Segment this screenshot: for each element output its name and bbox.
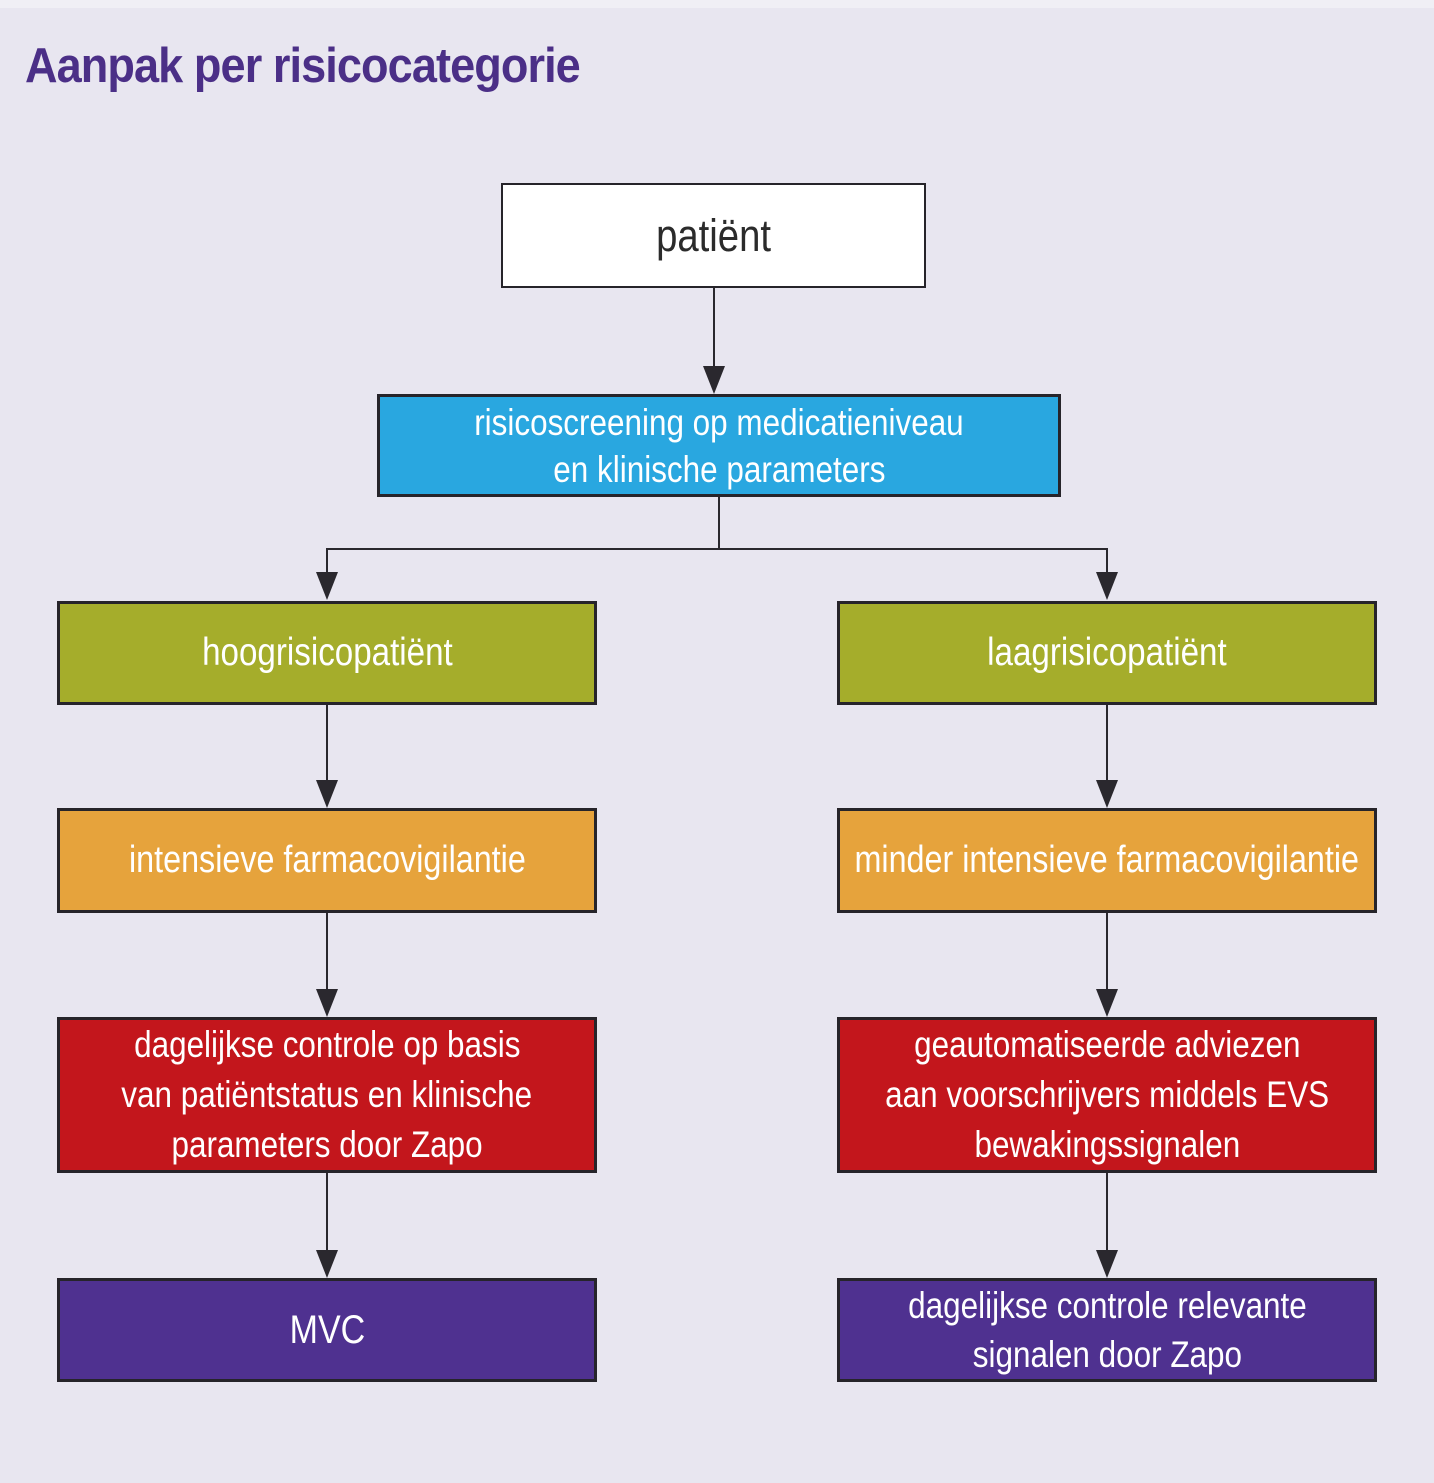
node-label-line: parameters door Zapo (171, 1124, 483, 1165)
arrow-down-icon (703, 366, 725, 394)
node-intensive-pharmacovigilance: intensieve farmacovigilantie (57, 808, 597, 913)
node-label-line: en klinische parameters (552, 448, 886, 490)
node-label-line: hoogrisicopatiënt (201, 631, 453, 674)
node-automated-advice: geautomatiseerde adviezen aan voorschrij… (837, 1017, 1377, 1173)
node-daily-control: dagelijkse controle op basis van patiënt… (57, 1017, 597, 1173)
arrow-down-icon (316, 1250, 338, 1278)
node-label-line: laagrisicopatiënt (987, 631, 1227, 674)
connector-automated-dailysignals (1106, 1173, 1108, 1252)
node-label-line: aan voorschrijvers middels EVS (885, 1074, 1329, 1115)
node-daily-relevant-signals: dagelijkse controle relevante signalen d… (837, 1278, 1377, 1382)
node-label-line: dagelijkse controle op basis (133, 1024, 521, 1065)
arrow-down-icon (316, 780, 338, 808)
node-mvc: MVC (57, 1278, 597, 1382)
node-label-line: risicoscreening op medicatieniveau (474, 401, 964, 443)
arrow-down-icon (316, 572, 338, 600)
connector-highrisk-intensive (326, 705, 328, 782)
node-label-line: intensieve farmacovigilantie (128, 839, 526, 881)
connector-branch-right (1106, 550, 1108, 574)
node-label-line: signalen door Zapo (972, 1334, 1242, 1375)
node-label-line: geautomatiseerde adviezen (913, 1024, 1301, 1065)
page-title: Aanpak per risicocategorie (25, 39, 581, 93)
connector-lowrisk-lessintensive (1106, 705, 1108, 782)
node-label-line: patiënt (656, 209, 771, 261)
connector-lessintensive-automated (1106, 913, 1108, 991)
connector-screening-stem (718, 497, 720, 550)
connector-branch-left (326, 550, 328, 574)
node-label-line: bewakingssignalen (974, 1124, 1240, 1165)
arrow-down-icon (1096, 780, 1118, 808)
arrow-down-icon (1096, 989, 1118, 1017)
top-strip (0, 0, 1434, 8)
node-low-risk-patient: laagrisicopatiënt (837, 601, 1377, 705)
node-label-line: dagelijkse controle relevante (907, 1285, 1307, 1326)
node-patient: patiënt (501, 183, 926, 288)
node-label-line: van patiëntstatus en klinische (121, 1074, 533, 1115)
connector-branch-bar (326, 548, 1108, 550)
arrow-down-icon (1096, 1250, 1118, 1278)
connector-patient-screening (713, 288, 715, 368)
node-label-line: minder intensieve farmacovigilantie (854, 839, 1360, 881)
node-high-risk-patient: hoogrisicopatiënt (57, 601, 597, 705)
node-risk-screening: risicoscreening op medicatieniveau en kl… (377, 394, 1061, 497)
node-label-line: MVC (289, 1307, 365, 1352)
arrow-down-icon (1096, 572, 1118, 600)
arrow-down-icon (316, 989, 338, 1017)
connector-dailycontrol-mvc (326, 1173, 328, 1252)
node-less-intensive-pharmacovigilance: minder intensieve farmacovigilantie (837, 808, 1377, 913)
connector-intensive-dailycontrol (326, 913, 328, 991)
